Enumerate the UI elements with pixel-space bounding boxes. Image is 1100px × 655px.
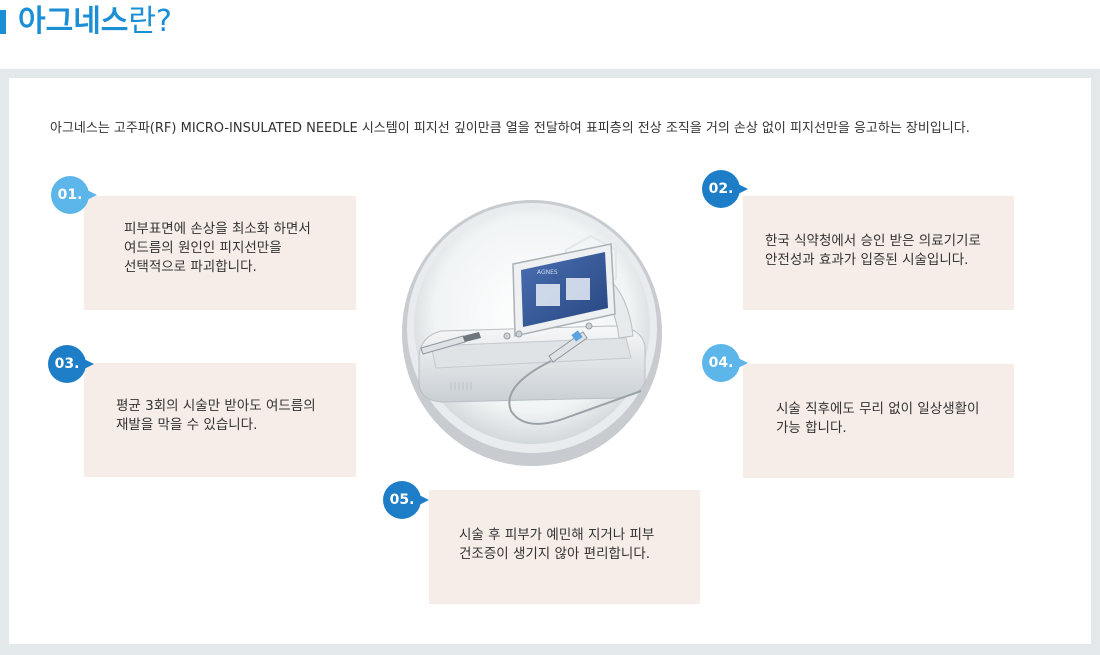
feature-card-02: 한국 식약청에서 승인 받은 의료기기로 안전성과 효과가 입증된 시술입니다. — [743, 196, 1014, 310]
feature-01-line-2: 여드름의 원인인 피지선만을 — [124, 240, 282, 256]
feature-card-03: 평균 3회의 시술만 받아도 여드름의 재발을 막을 수 있습니다. — [84, 363, 356, 477]
device-brand-label: AGNES — [537, 269, 558, 276]
feature-badge-03: 03. — [48, 345, 94, 383]
feature-05-line-1: 시술 후 피부가 예민해 지거나 피부 — [459, 527, 655, 543]
feature-02-line-2: 안전성과 효과가 입증된 시술입니다. — [765, 252, 969, 268]
feature-badge-01: 01. — [51, 176, 97, 214]
feature-04-line-2: 가능 합니다. — [776, 420, 847, 436]
feature-card-01: 피부표면에 손상을 최소화 하면서 여드름의 원인인 피지선만을 선택적으로 파… — [84, 196, 356, 310]
intro-text: 아그네스는 고주파(RF) MICRO-INSULATED NEEDLE 시스템… — [50, 121, 970, 136]
feature-03-line-1: 평균 3회의 시술만 받아도 여드름의 — [116, 398, 316, 414]
feature-01-line-1: 피부표면에 손상을 최소화 하면서 — [124, 221, 311, 237]
page-title-light: 란? — [128, 4, 172, 39]
feature-01-line-3: 선택적으로 파괴합니다. — [124, 259, 257, 275]
feature-05-line-2: 건조증이 생기지 않아 편리합니다. — [459, 546, 651, 562]
page-title: 아그네스란? — [18, 2, 172, 42]
feature-badge-04: 04. — [702, 344, 748, 382]
feature-04-line-1: 시술 직후에도 무리 없이 일상생활이 — [776, 401, 980, 417]
feature-card-04: 시술 직후에도 무리 없이 일상생활이 가능 합니다. — [743, 364, 1014, 478]
title-accent-bar — [0, 10, 6, 34]
feature-badge-02: 02. — [702, 170, 748, 208]
feature-02-line-1: 한국 식약청에서 승인 받은 의료기기로 — [765, 233, 981, 249]
feature-03-line-2: 재발을 막을 수 있습니다. — [116, 417, 258, 433]
page-title-strong: 아그네스 — [18, 4, 129, 39]
feature-badge-05: 05. — [383, 481, 429, 519]
device-illustration: AGNES — [401, 186, 663, 470]
feature-card-05: 시술 후 피부가 예민해 지거나 피부 건조증이 생기지 않아 편리합니다. — [429, 490, 700, 604]
device-image: AGNES — [402, 200, 662, 466]
